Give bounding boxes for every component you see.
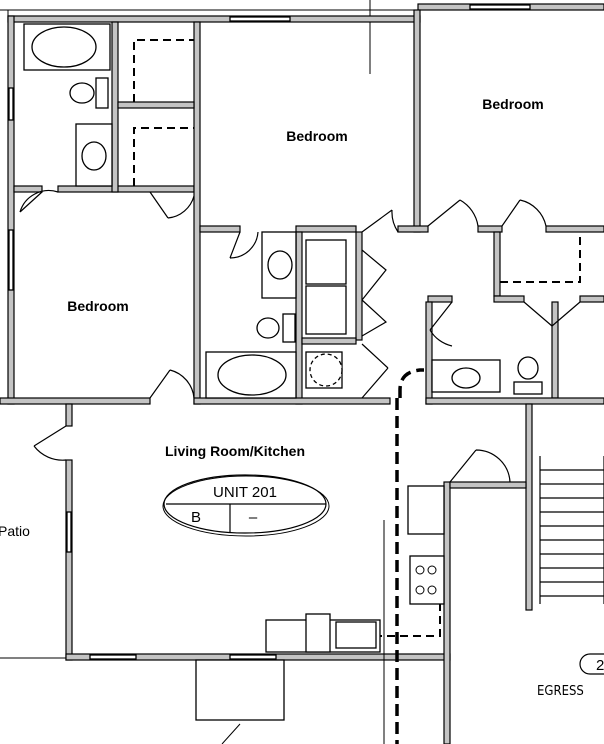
sink: [81, 141, 107, 171]
wall: [545, 225, 604, 233]
egress-tag: 2 EGRESS: [537, 653, 604, 699]
dryer: [305, 285, 347, 335]
unit-tag: UNIT 201 B –: [162, 474, 330, 537]
egress-number: 2: [596, 657, 604, 674]
room-label-bedroom: Bedroom: [286, 128, 347, 144]
window: [229, 16, 291, 22]
burner: [427, 565, 437, 575]
stairs: [539, 456, 604, 604]
sink: [451, 367, 481, 389]
wall: [13, 185, 43, 193]
sink: [267, 250, 293, 280]
wall: [193, 21, 201, 405]
wall: [427, 295, 453, 303]
door-swing: [19, 189, 59, 213]
window: [469, 4, 531, 10]
outer-lines: [0, 0, 418, 659]
kitchen-sink: [335, 621, 377, 649]
doors: [19, 189, 581, 483]
door-swing: [361, 249, 388, 337]
door-swing: [361, 209, 399, 233]
wall: [579, 295, 604, 303]
burner: [427, 585, 437, 595]
wall: [7, 15, 421, 23]
egress-label: EGRESS: [537, 684, 584, 699]
burner: [415, 585, 425, 595]
wall: [295, 225, 357, 233]
door-swing: [361, 343, 389, 399]
door-swing: [427, 199, 479, 227]
water-heater-tank: [309, 353, 343, 387]
window: [8, 229, 14, 291]
door-swing: [429, 301, 453, 347]
wall: [193, 397, 391, 405]
bathtub-basin: [217, 354, 287, 396]
wall: [0, 397, 151, 405]
wall: [65, 403, 73, 427]
wall: [117, 101, 195, 109]
room-label-bedroom: Bedroom: [482, 96, 543, 112]
door-swing: [149, 369, 195, 399]
fixtures: [23, 23, 543, 744]
wall: [425, 397, 604, 405]
toilet-tank: [513, 381, 543, 395]
wall: [355, 231, 363, 341]
wall: [449, 481, 527, 489]
door-swing: [33, 425, 67, 461]
wall: [7, 15, 15, 405]
wall: [57, 185, 195, 193]
room-label-living-kitchen: Living Room/Kitchen: [165, 443, 305, 459]
wall: [525, 403, 533, 611]
wall: [295, 231, 303, 405]
door-swing: [501, 199, 547, 227]
wall: [111, 21, 119, 193]
toilet: [256, 317, 280, 339]
dishwasher: [305, 613, 331, 653]
door-swing: [449, 449, 511, 483]
wall: [477, 225, 503, 233]
wall: [301, 337, 357, 345]
toilet: [517, 356, 539, 380]
range: [409, 555, 445, 605]
wall: [493, 295, 525, 303]
wall: [413, 9, 421, 233]
bathtub-basin: [31, 26, 97, 68]
refrigerator: [407, 485, 445, 535]
toilet: [69, 82, 95, 104]
wall: [397, 225, 429, 233]
windows: [8, 4, 531, 660]
toilet-tank: [282, 313, 296, 343]
wall: [199, 225, 241, 233]
patio-slab: [195, 659, 285, 721]
window: [229, 654, 277, 660]
wall: [65, 459, 73, 661]
unit-type: B: [191, 509, 201, 526]
wall: [443, 481, 451, 744]
wall: [493, 231, 501, 297]
unit-variant: –: [249, 509, 258, 526]
wall: [425, 301, 433, 405]
room-label-patio: Patio: [0, 523, 30, 539]
door-swing: [523, 301, 581, 327]
door-swing: [149, 191, 195, 219]
window: [66, 511, 72, 553]
unit-number: UNIT 201: [213, 484, 277, 501]
door-swing: [229, 231, 259, 259]
window: [8, 87, 14, 121]
toilet-tank: [95, 77, 109, 109]
burner: [415, 565, 425, 575]
wall: [551, 301, 559, 399]
room-label-bedroom: Bedroom: [67, 298, 128, 314]
washer: [305, 239, 347, 285]
window: [89, 654, 137, 660]
